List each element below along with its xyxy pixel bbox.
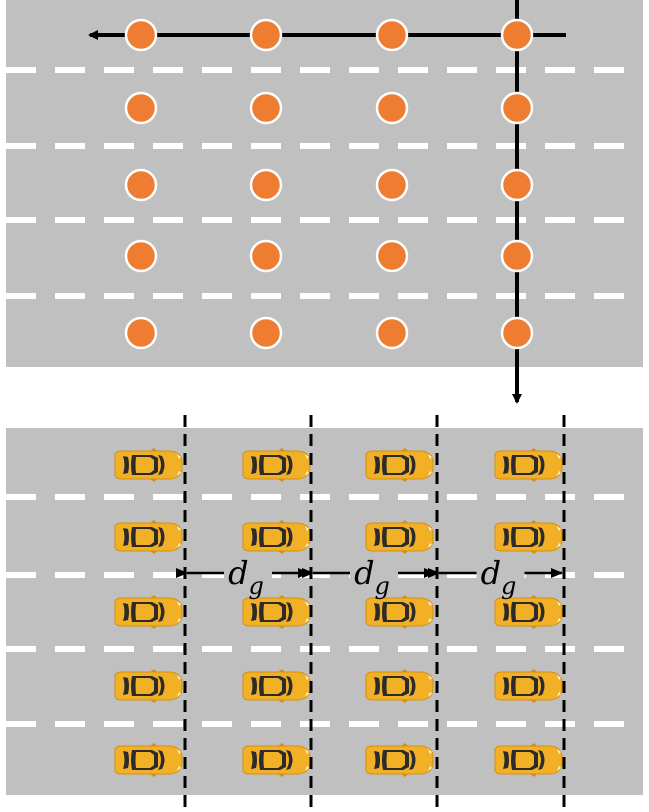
- orange-point-marker: [124, 316, 158, 350]
- orange-point-marker: [500, 239, 534, 273]
- orange-point-marker: [500, 316, 534, 350]
- top-road-surface: [6, 0, 643, 367]
- car-top-view-icon: [114, 595, 183, 629]
- car-top-view-icon: [114, 448, 183, 482]
- car-top-view-icon: [494, 448, 563, 482]
- orange-point-marker: [249, 239, 283, 273]
- car-top-view-icon: [365, 448, 434, 482]
- orange-point-marker: [249, 168, 283, 202]
- top-panel: [6, 0, 643, 404]
- car-top-view-icon: [365, 520, 434, 554]
- gap-label-subscript: g: [249, 572, 264, 600]
- gap-label-base: d: [354, 554, 374, 592]
- top-point-grid: [124, 18, 534, 350]
- gap-distance-label: dg: [481, 554, 517, 600]
- gap-label-background: [224, 553, 272, 589]
- orange-point-marker: [375, 91, 409, 125]
- gap-distance-label: dg: [354, 554, 390, 600]
- car-top-view-icon: [114, 743, 183, 777]
- orange-point-marker: [375, 18, 409, 52]
- car-top-view-icon: [242, 520, 311, 554]
- car-top-view-icon: [242, 669, 311, 703]
- orange-point-marker: [249, 18, 283, 52]
- gap-label-base: d: [228, 554, 248, 592]
- bottom-car-grid: [114, 448, 563, 777]
- orange-point-marker: [124, 91, 158, 125]
- orange-point-marker: [124, 18, 158, 52]
- car-top-view-icon: [114, 520, 183, 554]
- top-lane-markings: [6, 67, 643, 299]
- orange-point-marker: [124, 168, 158, 202]
- car-top-view-icon: [494, 595, 563, 629]
- orange-point-marker: [375, 239, 409, 273]
- gap-label-background: [350, 553, 398, 589]
- car-top-view-icon: [494, 743, 563, 777]
- car-top-view-icon: [365, 743, 434, 777]
- orange-point-marker: [500, 18, 534, 52]
- car-top-view-icon: [365, 595, 434, 629]
- car-top-view-icon: [242, 448, 311, 482]
- car-top-view-icon: [242, 743, 311, 777]
- orange-point-marker: [249, 316, 283, 350]
- car-top-view-icon: [494, 520, 563, 554]
- orange-point-marker: [500, 91, 534, 125]
- orange-point-marker: [375, 316, 409, 350]
- gap-label-background: [476, 553, 525, 589]
- orange-point-marker: [249, 91, 283, 125]
- gap-distance-label: dg: [228, 554, 264, 600]
- orange-point-marker: [500, 168, 534, 202]
- car-top-view-icon: [242, 595, 311, 629]
- car-top-view-icon: [494, 669, 563, 703]
- gap-divider-lines: [183, 415, 566, 812]
- orange-point-marker: [375, 168, 409, 202]
- car-top-view-icon: [365, 669, 434, 703]
- gap-label-subscript: g: [501, 572, 516, 600]
- gap-label-base: d: [481, 554, 501, 592]
- orange-point-marker: [124, 239, 158, 273]
- car-top-view-icon: [114, 669, 183, 703]
- gap-label-subscript: g: [375, 572, 390, 600]
